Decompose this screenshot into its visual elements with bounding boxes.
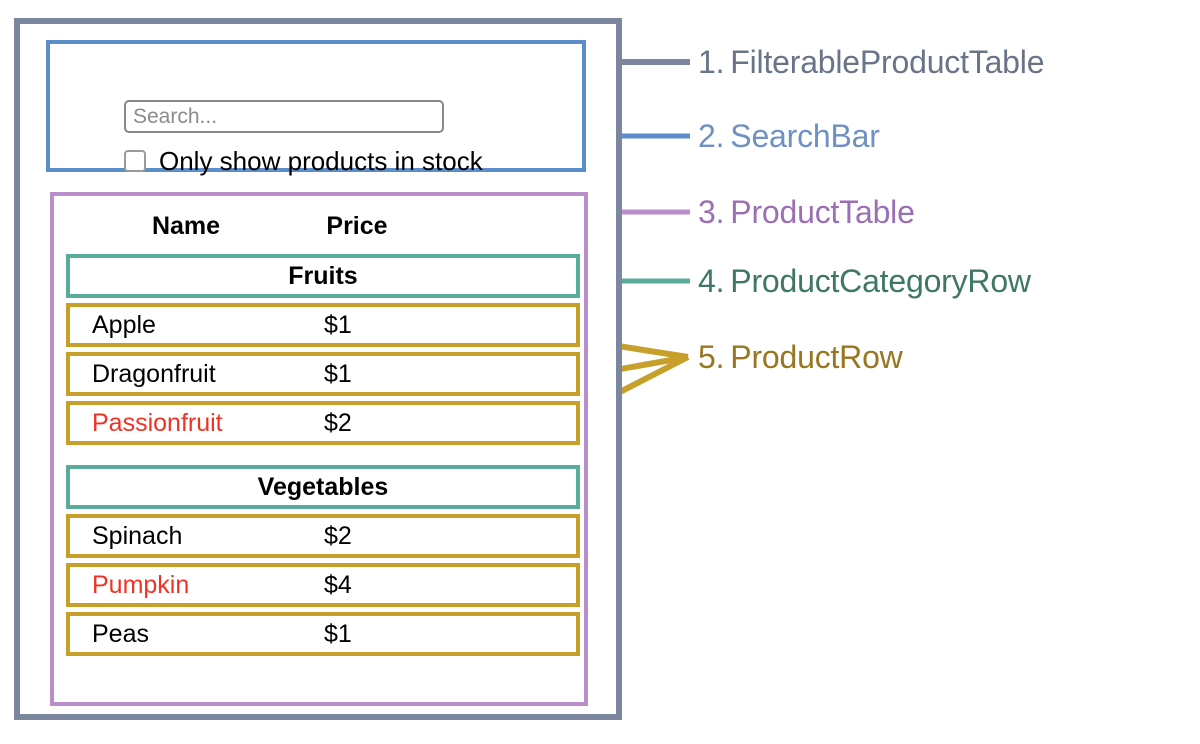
annotation-label-filterable-product-table: 1.FilterableProductTable xyxy=(698,46,1044,78)
checkbox-icon[interactable] xyxy=(124,150,146,172)
annotation-number: 4. xyxy=(698,263,725,299)
product-category-row: Fruits xyxy=(66,254,580,298)
search-bar-box: Only show products in stock xyxy=(46,40,586,174)
annotation-label-search-bar: 2.SearchBar xyxy=(698,120,880,152)
product-name: Apple xyxy=(92,310,156,339)
annotation-text: SearchBar xyxy=(730,118,880,154)
annotation-label-product-category-row: 4.ProductCategoryRow xyxy=(698,265,1031,297)
product-table-box: Name Price Fruits Apple $1 Dragonfruit $… xyxy=(50,192,588,706)
product-price: $1 xyxy=(324,359,352,388)
annotation-text: ProductRow xyxy=(730,339,903,375)
annotation-text: ProductTable xyxy=(730,194,915,230)
product-price: $1 xyxy=(324,619,352,648)
annotation-number: 2. xyxy=(698,118,725,154)
column-header-price: Price xyxy=(326,211,388,240)
product-price: $1 xyxy=(324,310,352,339)
product-name: Passionfruit xyxy=(92,408,223,437)
product-row[interactable]: Dragonfruit $1 xyxy=(66,352,580,396)
product-row[interactable]: Apple $1 xyxy=(66,303,580,347)
product-rows-container: Fruits Apple $1 Dragonfruit $1 Passionfr… xyxy=(66,254,580,656)
product-price: $4 xyxy=(324,570,352,599)
product-name: Pumpkin xyxy=(92,570,190,599)
filterable-product-table-box: Only show products in stock Name Price F… xyxy=(14,18,622,720)
product-name: Peas xyxy=(92,619,149,648)
search-input[interactable] xyxy=(124,100,444,133)
annotation-number: 3. xyxy=(698,194,725,230)
annotation-text: FilterableProductTable xyxy=(730,44,1045,80)
product-name: Dragonfruit xyxy=(92,359,216,388)
annotation-text: ProductCategoryRow xyxy=(730,263,1031,299)
in-stock-filter-row[interactable]: Only show products in stock xyxy=(124,148,483,174)
annotation-label-product-row: 5.ProductRow xyxy=(698,341,903,373)
product-name: Spinach xyxy=(92,521,183,550)
product-price: $2 xyxy=(324,521,352,550)
product-price: $2 xyxy=(324,408,352,437)
annotation-number: 1. xyxy=(698,44,725,80)
product-row[interactable]: Spinach $2 xyxy=(66,514,580,558)
column-header-name: Name xyxy=(151,211,221,240)
product-row[interactable]: Pumpkin $4 xyxy=(66,563,580,607)
annotation-label-product-table: 3.ProductTable xyxy=(698,196,915,228)
table-header-row: Name Price xyxy=(54,204,584,248)
product-row[interactable]: Passionfruit $2 xyxy=(66,401,580,445)
annotation-number: 5. xyxy=(698,339,725,375)
product-category-row: Vegetables xyxy=(66,465,580,509)
in-stock-filter-label: Only show products in stock xyxy=(159,146,483,176)
product-row[interactable]: Peas $1 xyxy=(66,612,580,656)
